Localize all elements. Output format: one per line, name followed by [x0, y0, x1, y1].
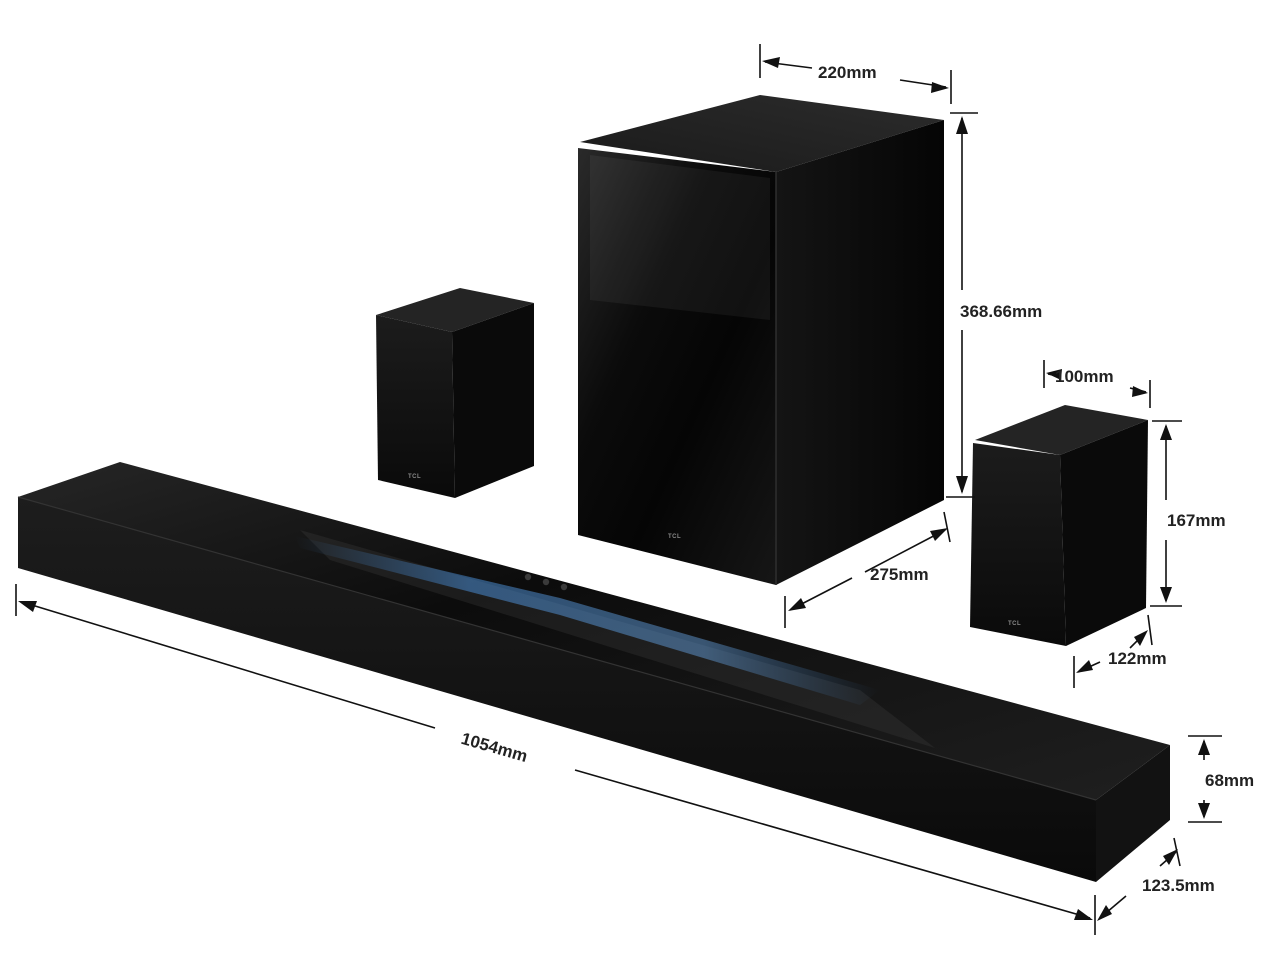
- soundbar-height-label: 68mm: [1205, 771, 1254, 790]
- soundbar-blue-light: [295, 536, 880, 705]
- subwoofer-depth-label: 275mm: [870, 565, 929, 584]
- soundbar-depth-label: 123.5mm: [1142, 876, 1215, 895]
- soundbar-end: [1096, 745, 1170, 882]
- soundbar-button: [542, 578, 550, 586]
- right-speaker-top: [975, 405, 1148, 455]
- right-speaker-side: [1060, 420, 1148, 646]
- subwoofer-width-label: 220mm: [818, 63, 877, 82]
- soundbar-button: [524, 573, 532, 581]
- subwoofer-top: [580, 95, 944, 172]
- speaker-height-label: 167mm: [1167, 511, 1226, 530]
- subwoofer-front-gloss: [590, 155, 770, 320]
- left-speaker-top: [376, 288, 534, 332]
- soundbar-front: [18, 497, 1096, 882]
- dim-speaker-height: 167mm: [1150, 420, 1226, 607]
- dim-subwoofer-depth: 275mm: [784, 511, 951, 628]
- dim-soundbar-depth: 123.5mm: [1097, 837, 1215, 921]
- speaker-depth-label: 122mm: [1108, 649, 1167, 668]
- speaker-width-label: 100mm: [1055, 367, 1114, 386]
- subwoofer-logo: TCL: [668, 534, 681, 540]
- dim-speaker-width: 100mm: [1043, 360, 1151, 408]
- subwoofer: TCL: [578, 95, 944, 585]
- rear-speaker-left: TCL: [376, 288, 534, 498]
- soundbar-button: [560, 583, 568, 591]
- subwoofer-height-label: 368.66mm: [960, 302, 1042, 321]
- dim-subwoofer-width: 220mm: [759, 44, 952, 104]
- left-speaker-side: [452, 303, 534, 498]
- soundbar: [17, 462, 1170, 882]
- rear-speaker-right: TCL: [970, 405, 1148, 646]
- dim-speaker-depth: 122mm: [1073, 614, 1167, 688]
- right-speaker-front: [970, 443, 1066, 646]
- subwoofer-side: [776, 120, 944, 585]
- right-speaker-logo: TCL: [1008, 621, 1021, 627]
- left-speaker-front: [376, 315, 455, 498]
- dim-soundbar-height: 68mm: [1188, 735, 1254, 823]
- soundbar-width-label: 1054mm: [459, 729, 530, 766]
- left-speaker-logo: TCL: [408, 474, 421, 480]
- subwoofer-front: [578, 148, 776, 585]
- soundbar-edge: [17, 496, 1097, 801]
- dim-subwoofer-height: 368.66mm: [946, 112, 1042, 498]
